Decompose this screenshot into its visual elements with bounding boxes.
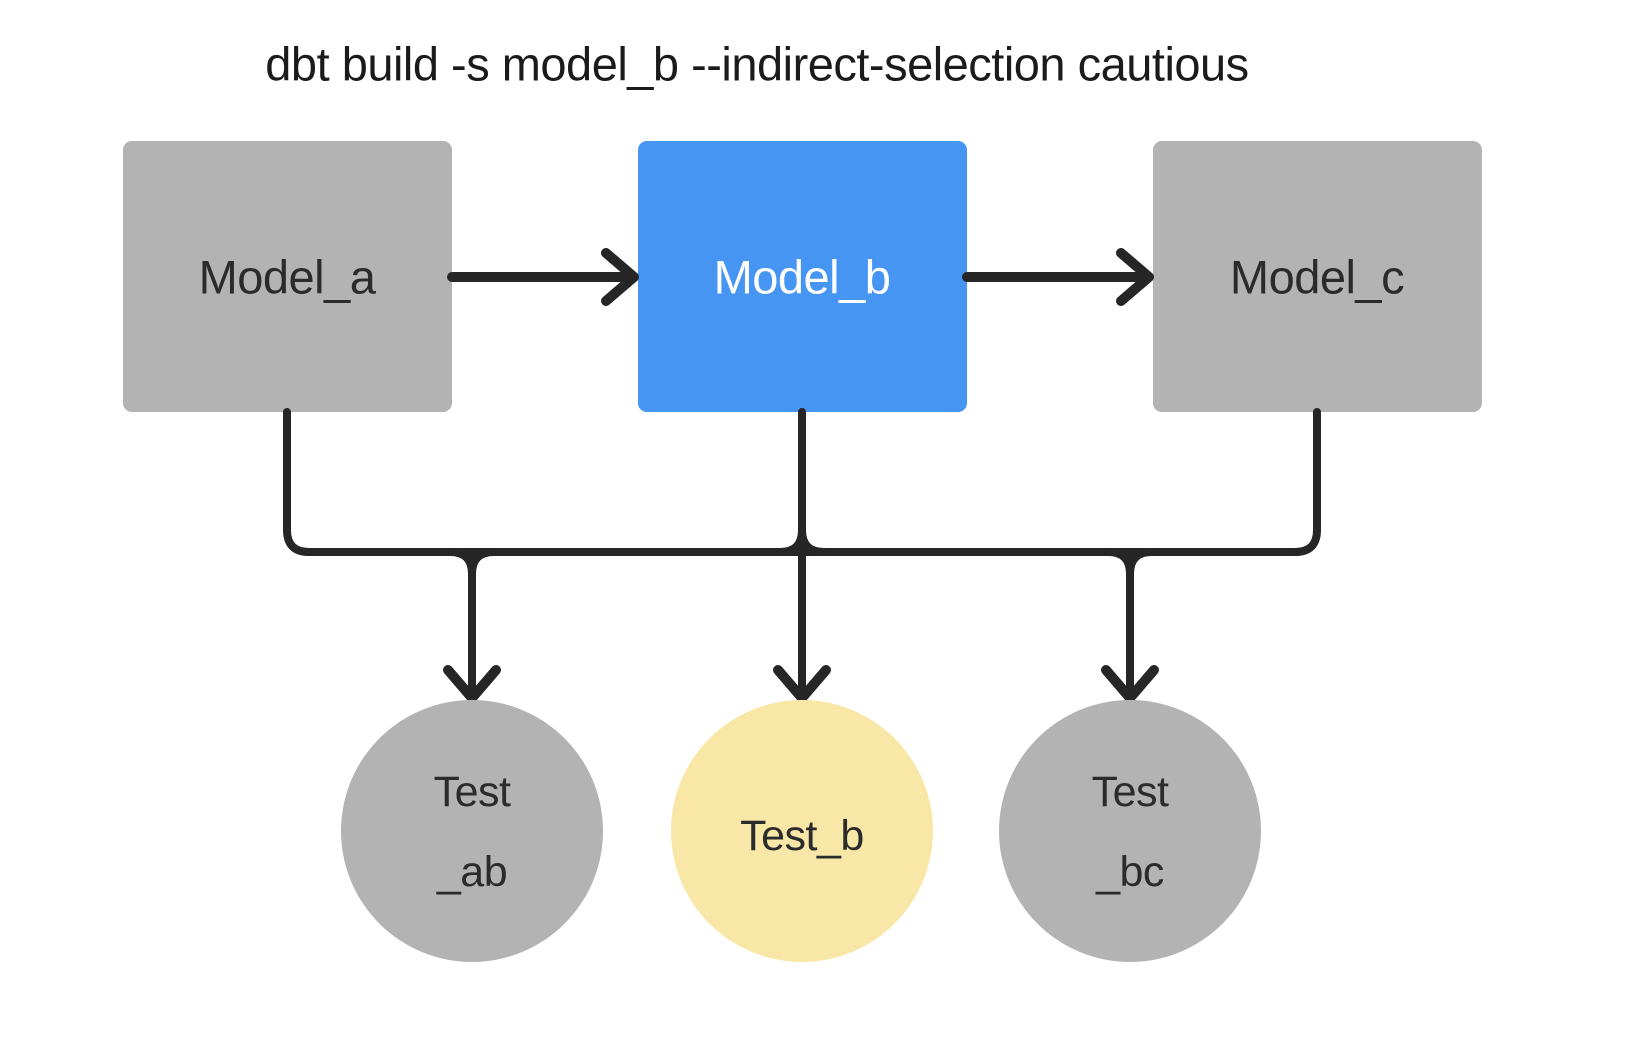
test-bc-label-line2: _bc [1095,848,1164,896]
test-node-b-included: Test_b [671,700,933,962]
model-b-box [638,141,967,412]
test-node-bc: Test _bc [999,700,1261,962]
arrowhead-down-icon [443,665,501,703]
test-ab-label-line1: Test [434,768,511,816]
model-c-label: Model_c [1230,251,1404,304]
edge-model-b-to-model-c [962,248,1154,306]
test-bc-label-line1: Test [1092,768,1169,816]
edge-model-b-to-test-b [773,408,831,703]
model-node-a: Model_a [123,141,452,412]
test-node-ab: Test _ab [341,700,603,962]
model-node-b-selected: Model_b [638,141,967,412]
edge-model-a-to-model-b [447,248,639,306]
arrowhead-down-icon [1101,665,1159,703]
test-ab-circle [341,700,603,962]
arrowhead-right-icon [601,248,639,306]
model-b-label: Model_b [714,251,891,304]
model-node-c: Model_c [1153,141,1482,412]
arrowhead-right-icon [1116,248,1154,306]
test-b-circle [671,700,933,962]
test-bc-circle [999,700,1261,962]
test-b-label: Test_b [740,812,864,860]
arrowhead-down-icon [773,665,831,703]
edge-to-test-bc [1101,548,1159,703]
diagram-title: dbt build -s model_b --indirect-selectio… [265,38,1248,91]
model-a-box [123,141,452,412]
model-a-label: Model_a [199,251,377,304]
test-ab-label-line2: _ab [436,848,507,896]
edge-to-test-ab [443,548,501,703]
model-c-box [1153,141,1482,412]
